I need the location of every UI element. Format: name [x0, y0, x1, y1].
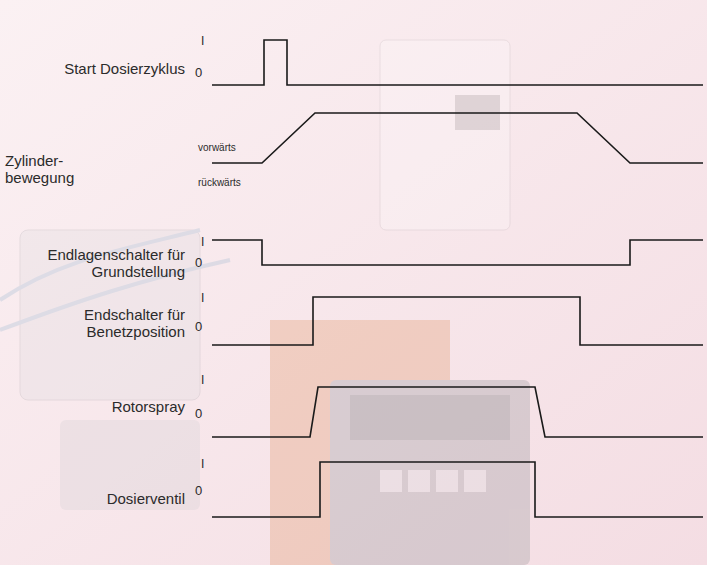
waveform [212, 113, 703, 163]
signal-name: Dosierventil [35, 490, 185, 507]
logic-level: 0 [195, 484, 202, 499]
logic-level: I [201, 374, 204, 388]
signal-name: Start Dosierzyklus [10, 60, 185, 77]
signal-name: Rotorspray [35, 398, 185, 415]
logic-level: I [201, 236, 204, 250]
signal-name: Endschalter für Benetzposition [35, 306, 185, 341]
logic-level: I [201, 292, 204, 306]
logic-level: 0 [195, 407, 202, 422]
direction-label: rückwärts [198, 177, 241, 189]
direction-label: vorwärts [198, 142, 236, 154]
logic-level: 0 [195, 256, 202, 271]
signal-name: Zylinder- bewegung [5, 152, 85, 187]
signal-name: Endlagenschalter für Grundstellung [35, 246, 185, 281]
waveform [212, 462, 703, 517]
waveform [212, 387, 703, 437]
logic-level: 0 [195, 320, 202, 335]
logic-level: 0 [195, 66, 202, 81]
waveform [212, 40, 703, 85]
logic-level: I [201, 35, 204, 49]
logic-level: I [201, 458, 204, 472]
waveform [212, 297, 703, 345]
waveform [212, 240, 703, 265]
